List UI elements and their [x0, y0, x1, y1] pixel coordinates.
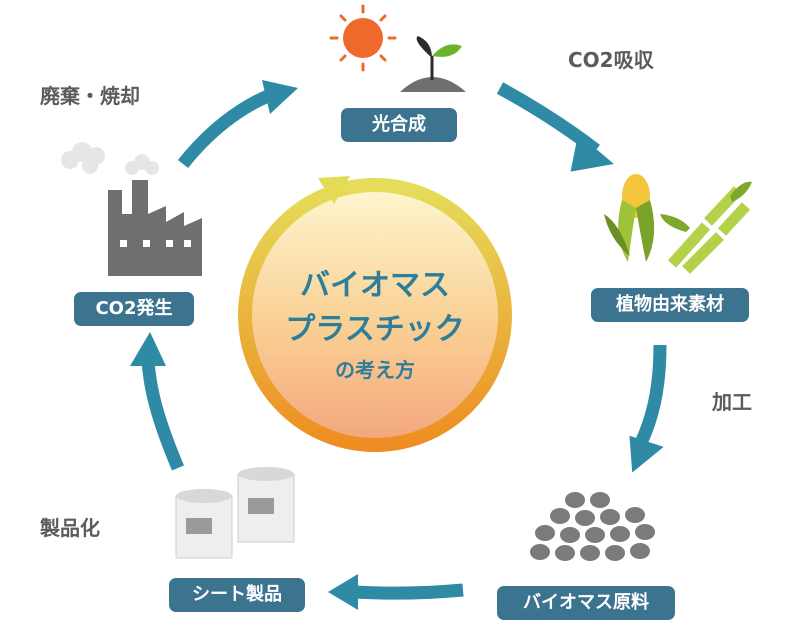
- center-ring: [238, 176, 512, 452]
- edge-label-co2-absorb: CO2吸収: [568, 48, 654, 72]
- cycle-arrows: [141, 82, 667, 600]
- arrow-raw-to-sheet: [354, 583, 464, 600]
- pellets-icon: [528, 490, 657, 563]
- arrow-plant-to-raw: [634, 344, 667, 448]
- step-box-sheet: [169, 578, 305, 612]
- step-label-co2: CO2発生: [95, 298, 173, 319]
- ring-arrow-head: [318, 176, 350, 204]
- edge-label-disposal: 廃棄・焼却: [40, 84, 140, 108]
- step-label-raw: バイオマス原料: [523, 592, 649, 613]
- edge-label-processing: 加工: [712, 390, 752, 414]
- edge-label-productize: 製品化: [40, 516, 100, 540]
- sprout-icon: [400, 36, 466, 92]
- arrow-sheet-to-co2: [141, 359, 184, 471]
- center-title-line3: の考え方: [335, 358, 415, 382]
- arrow-co2-to-photosynthesis: [177, 90, 271, 169]
- sun-icon: [329, 4, 397, 72]
- factory-icon: [61, 142, 202, 276]
- step-box-plant: [591, 288, 749, 322]
- step-box-co2: [74, 292, 194, 326]
- sheet-rolls-icon: [175, 467, 295, 559]
- corn-and-sugarcane-icon: [604, 174, 752, 274]
- cycle-arrow-heads: [130, 80, 664, 610]
- step-label-photosynthesis: 光合成: [372, 114, 426, 135]
- step-label-plant: 植物由来素材: [616, 294, 724, 315]
- step-label-sheet: シート製品: [192, 584, 282, 605]
- center-title-line1: バイオマス: [300, 268, 450, 303]
- center-title-line2: プラスチック: [285, 312, 465, 347]
- step-box-raw: [497, 586, 675, 620]
- step-box-photosynthesis: [341, 108, 457, 142]
